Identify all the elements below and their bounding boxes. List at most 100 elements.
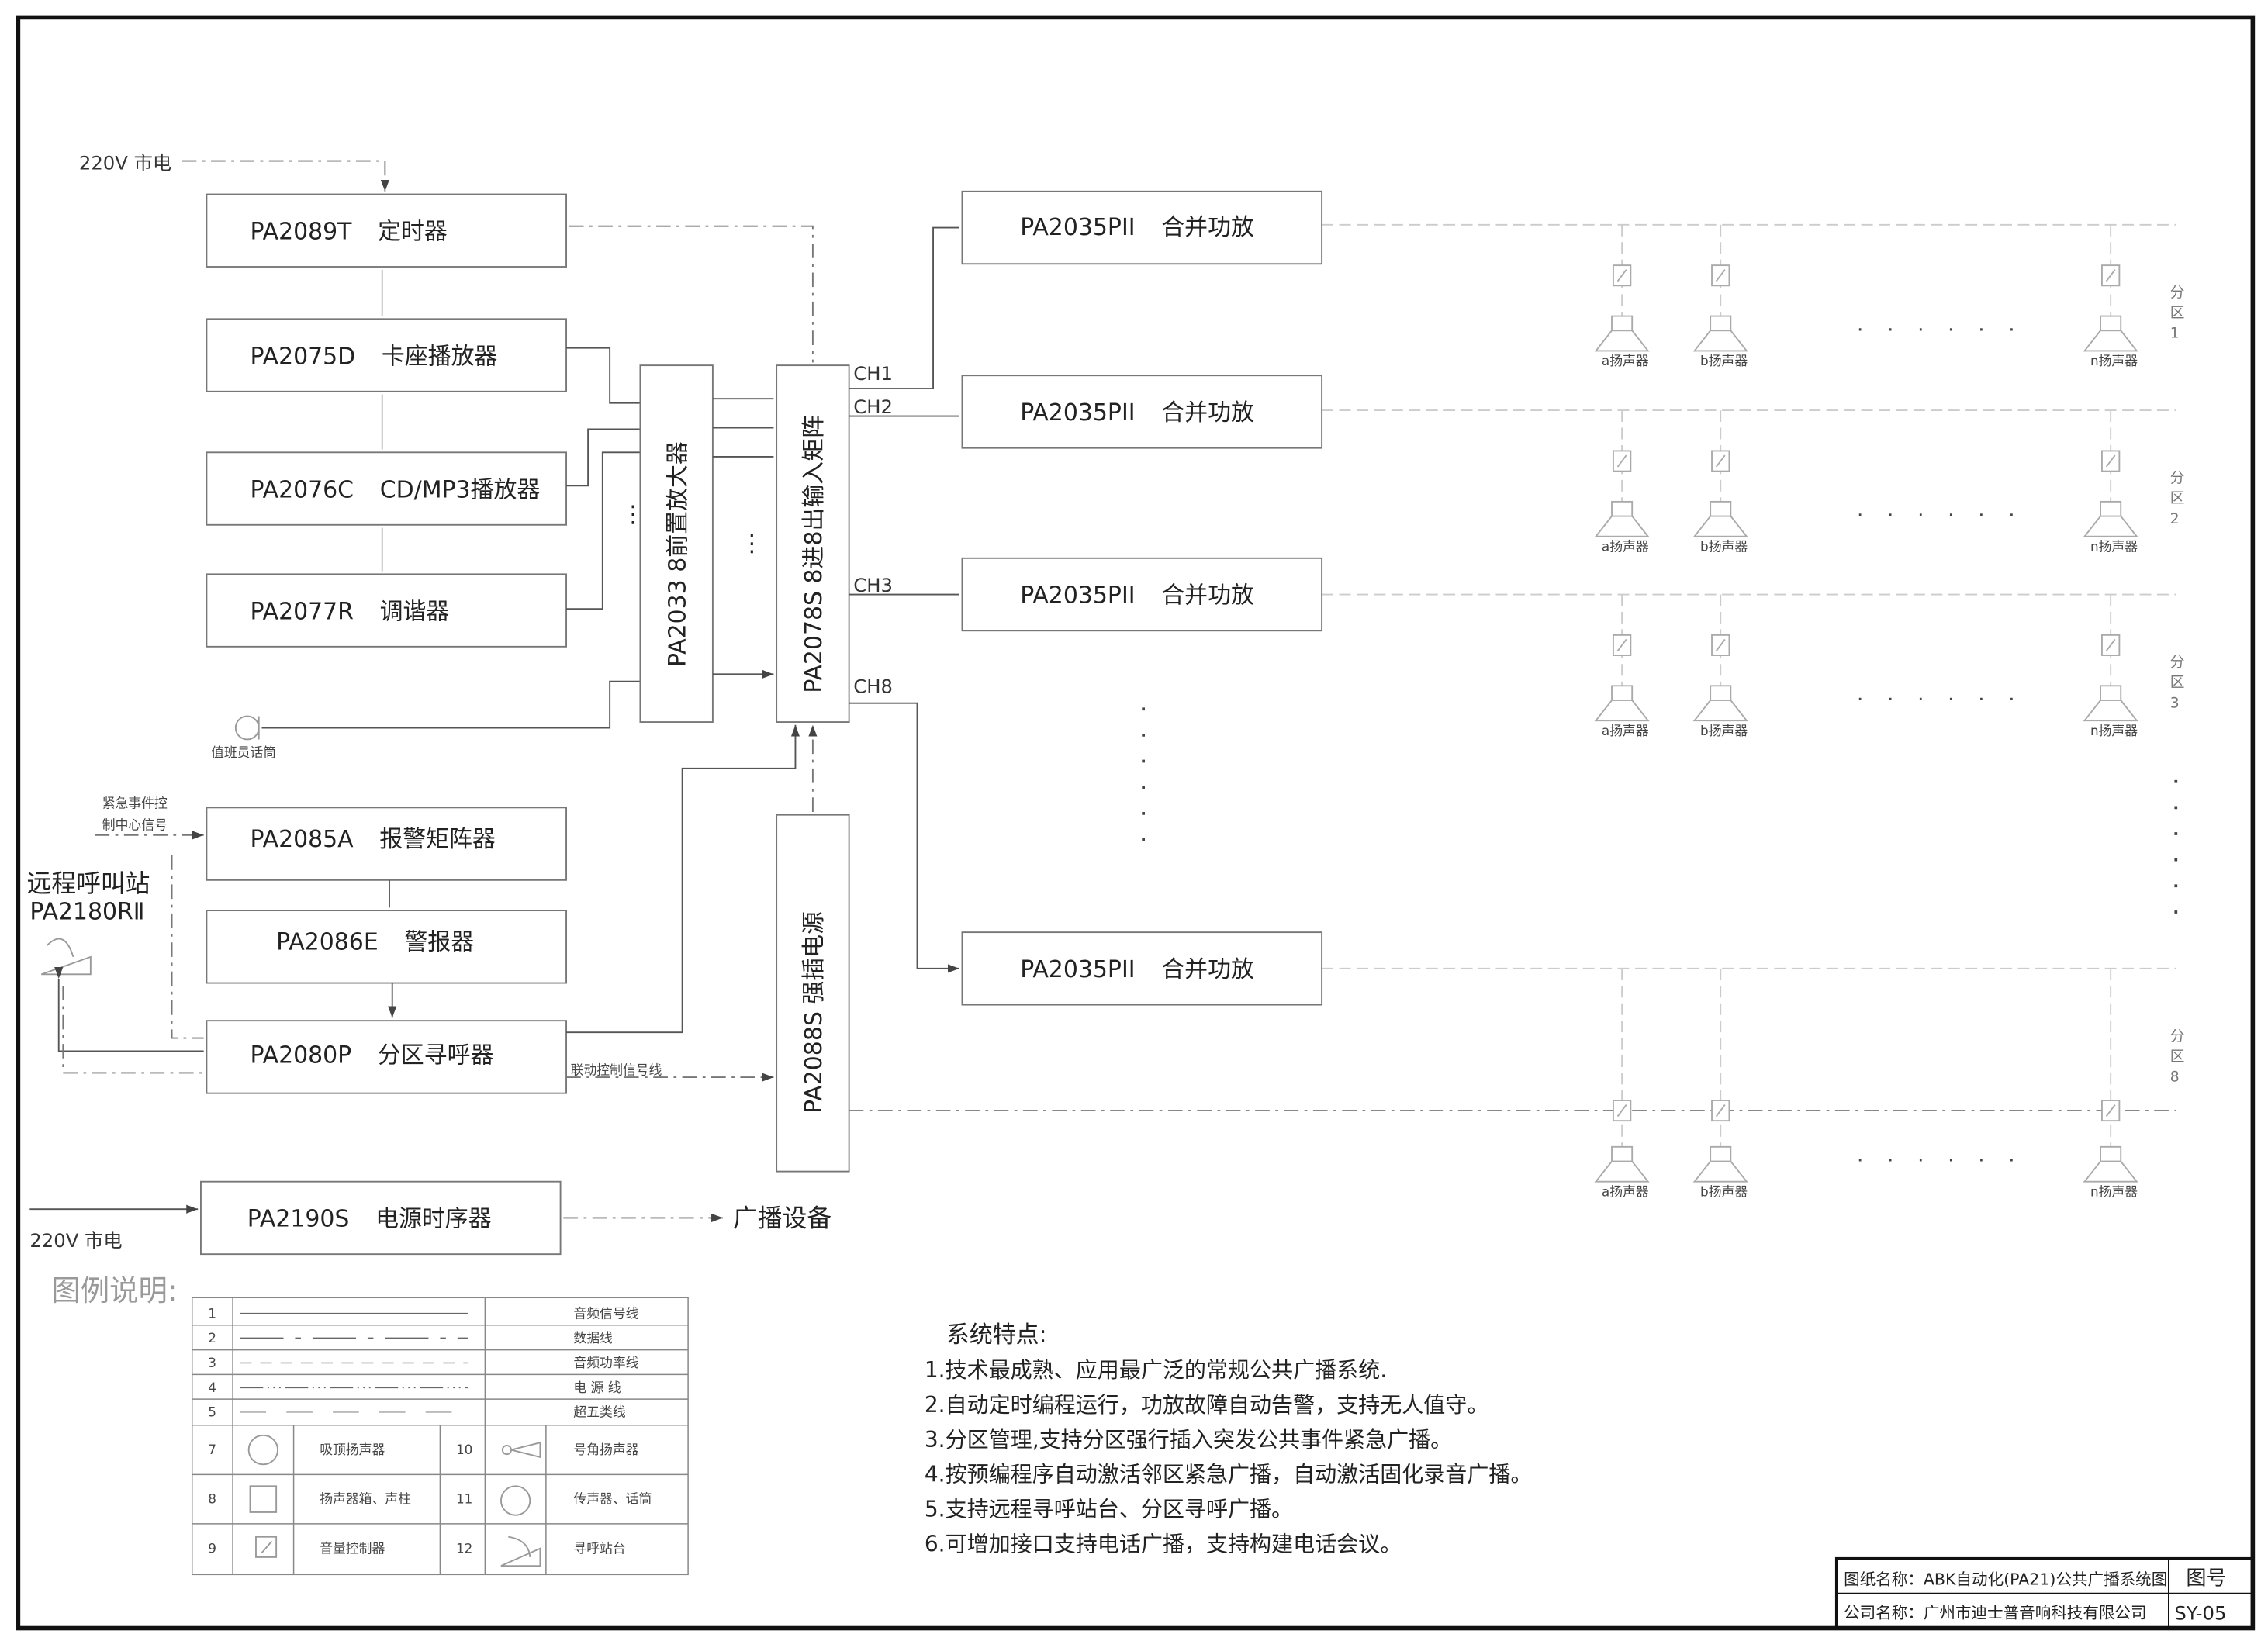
remote-station-label: 远程呼叫站 — [27, 870, 150, 898]
speaker-icon — [2100, 1145, 2122, 1162]
emergency-signal-label: 紧急事件控 — [102, 795, 168, 810]
legend-no: 3 — [208, 1355, 216, 1370]
power-insert-box: PA2088S 强插电源 — [776, 814, 850, 1173]
paging-station-icon — [40, 938, 92, 976]
svg-text:PA2088S 强插电源: PA2088S 强插电源 — [800, 911, 828, 1114]
speaker-label: b扬声器 — [1700, 353, 1748, 368]
speaker-icon — [1611, 315, 1634, 332]
speaker-icon — [1710, 685, 1732, 701]
speaker-label: b扬声器 — [1700, 538, 1748, 554]
svg-text:. . . . . .: . . . . . . — [1857, 682, 2024, 706]
speaker-label: n扬声器 — [2090, 1183, 2138, 1199]
svg-text:PA2033 8前置放大器: PA2033 8前置放大器 — [664, 441, 691, 667]
legend-no: 8 — [208, 1491, 216, 1507]
ch3-label: CH3 — [853, 574, 893, 596]
duty-mic-icon — [234, 715, 260, 741]
speaker-icon — [2100, 685, 2122, 701]
preamp-box: PA2033 8前置放大器 — [639, 364, 714, 723]
speaker-label: n扬声器 — [2090, 353, 2138, 368]
speaker-label: a扬声器 — [1602, 723, 1649, 738]
title-block: 图纸名称：ABK自动化(PA21)公共广播系统图 公司名称：广州市迪士普音响科技… — [1834, 1556, 2255, 1630]
speaker-label: a扬声器 — [1602, 353, 1649, 368]
zone-label: 2 — [2170, 511, 2180, 527]
mains-label-top: 220V 市电 — [79, 152, 171, 174]
speaker-icon — [1611, 685, 1634, 701]
legend-no: 2 — [208, 1330, 216, 1346]
legend-no: 12 — [456, 1540, 472, 1556]
legend-symbol-label: 传声器、话筒 — [573, 1491, 652, 1507]
speaker-icon — [1611, 1145, 1634, 1162]
feature-item: 4.按预编程序自动激活邻区紧急广播，自动激活固化录音广播。 — [925, 1462, 1533, 1487]
speaker-icon — [1611, 500, 1634, 517]
legend-symbol-label: 号角扬声器 — [573, 1442, 638, 1457]
legend-no: 1 — [208, 1305, 216, 1321]
speaker-label: n扬声器 — [2090, 723, 2138, 738]
speaker-label: b扬声器 — [1700, 1183, 1748, 1199]
speaker-icon — [2100, 500, 2122, 517]
zone-label: 分 — [2170, 655, 2185, 671]
legend-no: 11 — [456, 1491, 472, 1507]
ch2-label: CH2 — [853, 396, 893, 418]
legend-symbol-label: 音量控制器 — [320, 1540, 385, 1556]
svg-text:PA2078S 8进8出输入矩阵: PA2078S 8进8出输入矩阵 — [800, 415, 828, 693]
zone-label: 区 — [2170, 491, 2185, 507]
legend-symbol-label: 吸顶扬声器 — [320, 1442, 385, 1457]
zone-label: 8 — [2170, 1069, 2180, 1086]
legend-line-label: 数据线 — [573, 1330, 613, 1346]
legend-table — [191, 1297, 689, 1576]
legend-no: 4 — [208, 1380, 216, 1395]
ch1-label: CH1 — [853, 362, 893, 385]
legend-no: 5 — [208, 1404, 216, 1420]
feature-item: 3.分区管理,支持分区强行插入突发公共事件紧急广播。 — [925, 1427, 1452, 1453]
speaker-label: a扬声器 — [1602, 1183, 1649, 1199]
zone-label: 1 — [2170, 326, 2180, 342]
broadcast-equipment-label: 广播设备 — [733, 1205, 831, 1233]
drawing-no-label: 图号 — [2186, 1567, 2226, 1590]
speaker-icon — [1710, 1145, 1732, 1162]
legend-no: 10 — [456, 1442, 472, 1457]
zone-label: 区 — [2170, 1049, 2185, 1066]
zone-label: 区 — [2170, 305, 2185, 321]
speaker-label: a扬声器 — [1602, 538, 1649, 554]
svg-text:. . . . . .: . . . . . . — [1857, 1144, 2024, 1167]
legend-symbol-label: 扬声器箱、声柱 — [320, 1491, 411, 1507]
ch8-label: CH8 — [853, 675, 893, 698]
company-name: 公司名称：广州市迪士普音响科技有限公司 — [1844, 1603, 2146, 1622]
input-matrix-box: PA2078S 8进8出输入矩阵 — [776, 364, 850, 723]
drawing-name: 图纸名称：ABK自动化(PA21)公共广播系统图 — [1844, 1570, 2167, 1588]
features-title: 系统特点: — [946, 1321, 1047, 1349]
speaker-icon — [2100, 315, 2122, 332]
svg-text:. . . . . .: . . . . . . — [1857, 313, 2024, 336]
speaker-label: n扬声器 — [2090, 538, 2138, 554]
legend-no: 7 — [208, 1442, 216, 1457]
drawing-border — [16, 15, 2256, 1631]
feature-item: 6.可增加接口支持电话广播，支持构建电话会议。 — [925, 1531, 1402, 1556]
zone-label: 分 — [2170, 1028, 2185, 1045]
feature-item: 2.自动定时编程运行，功放故障自动告警，支持无人值守。 — [925, 1392, 1489, 1418]
zone-label: 区 — [2170, 675, 2185, 691]
